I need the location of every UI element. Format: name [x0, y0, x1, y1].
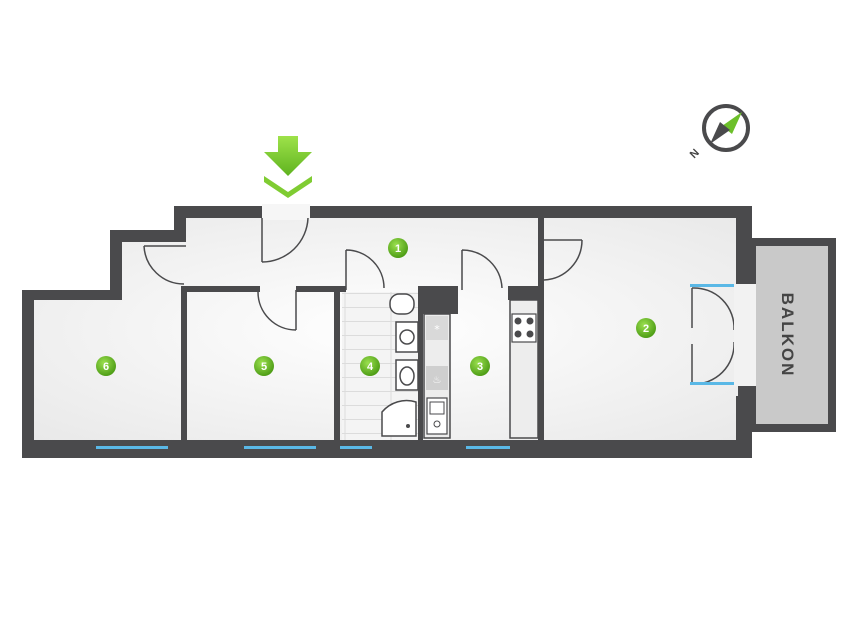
- balcony-door-gap: [734, 284, 756, 386]
- room-2-number: 2: [643, 323, 649, 335]
- boiler-icon: [426, 366, 448, 390]
- kitchen-counter-right: [509, 299, 539, 439]
- room-4-marker: 4: [360, 356, 380, 376]
- balcony-door-line-top: [690, 284, 734, 287]
- room-6-marker: 6: [96, 356, 116, 376]
- stove-icon: [511, 313, 537, 343]
- svg-text:*: *: [434, 323, 440, 336]
- room-3-marker: 3: [470, 356, 490, 376]
- balcony: BALKON: [748, 238, 836, 432]
- balcony-floor: [756, 246, 828, 424]
- kitchen-counter-left: * ♨: [423, 313, 451, 439]
- bathroom-fixtures: [381, 293, 419, 437]
- room-1-marker: 1: [388, 238, 408, 258]
- balcony-door-line-bottom: [690, 382, 734, 385]
- compass-icon: N: [688, 104, 750, 161]
- room-4-number: 4: [367, 361, 374, 373]
- room-5-marker: 5: [254, 356, 274, 376]
- interior-walls: [181, 218, 544, 440]
- room-5-number: 5: [261, 361, 267, 373]
- svg-text:♨: ♨: [433, 375, 442, 386]
- fridge-icon: [426, 316, 448, 340]
- room-6-number: 6: [103, 361, 109, 373]
- entrance-door-gap: [262, 204, 310, 220]
- balcony-label: BALKON: [778, 293, 797, 378]
- toilet-icon: [389, 293, 415, 315]
- entrance-arrow-icon: [264, 136, 312, 198]
- windows: [96, 446, 510, 449]
- compass-north-label: N: [688, 147, 702, 161]
- room-1-number: 1: [395, 243, 401, 255]
- sink-icon: [426, 397, 448, 435]
- room-2-marker: 2: [636, 318, 656, 338]
- room-3-number: 3: [477, 361, 483, 373]
- door-swings: [143, 217, 735, 385]
